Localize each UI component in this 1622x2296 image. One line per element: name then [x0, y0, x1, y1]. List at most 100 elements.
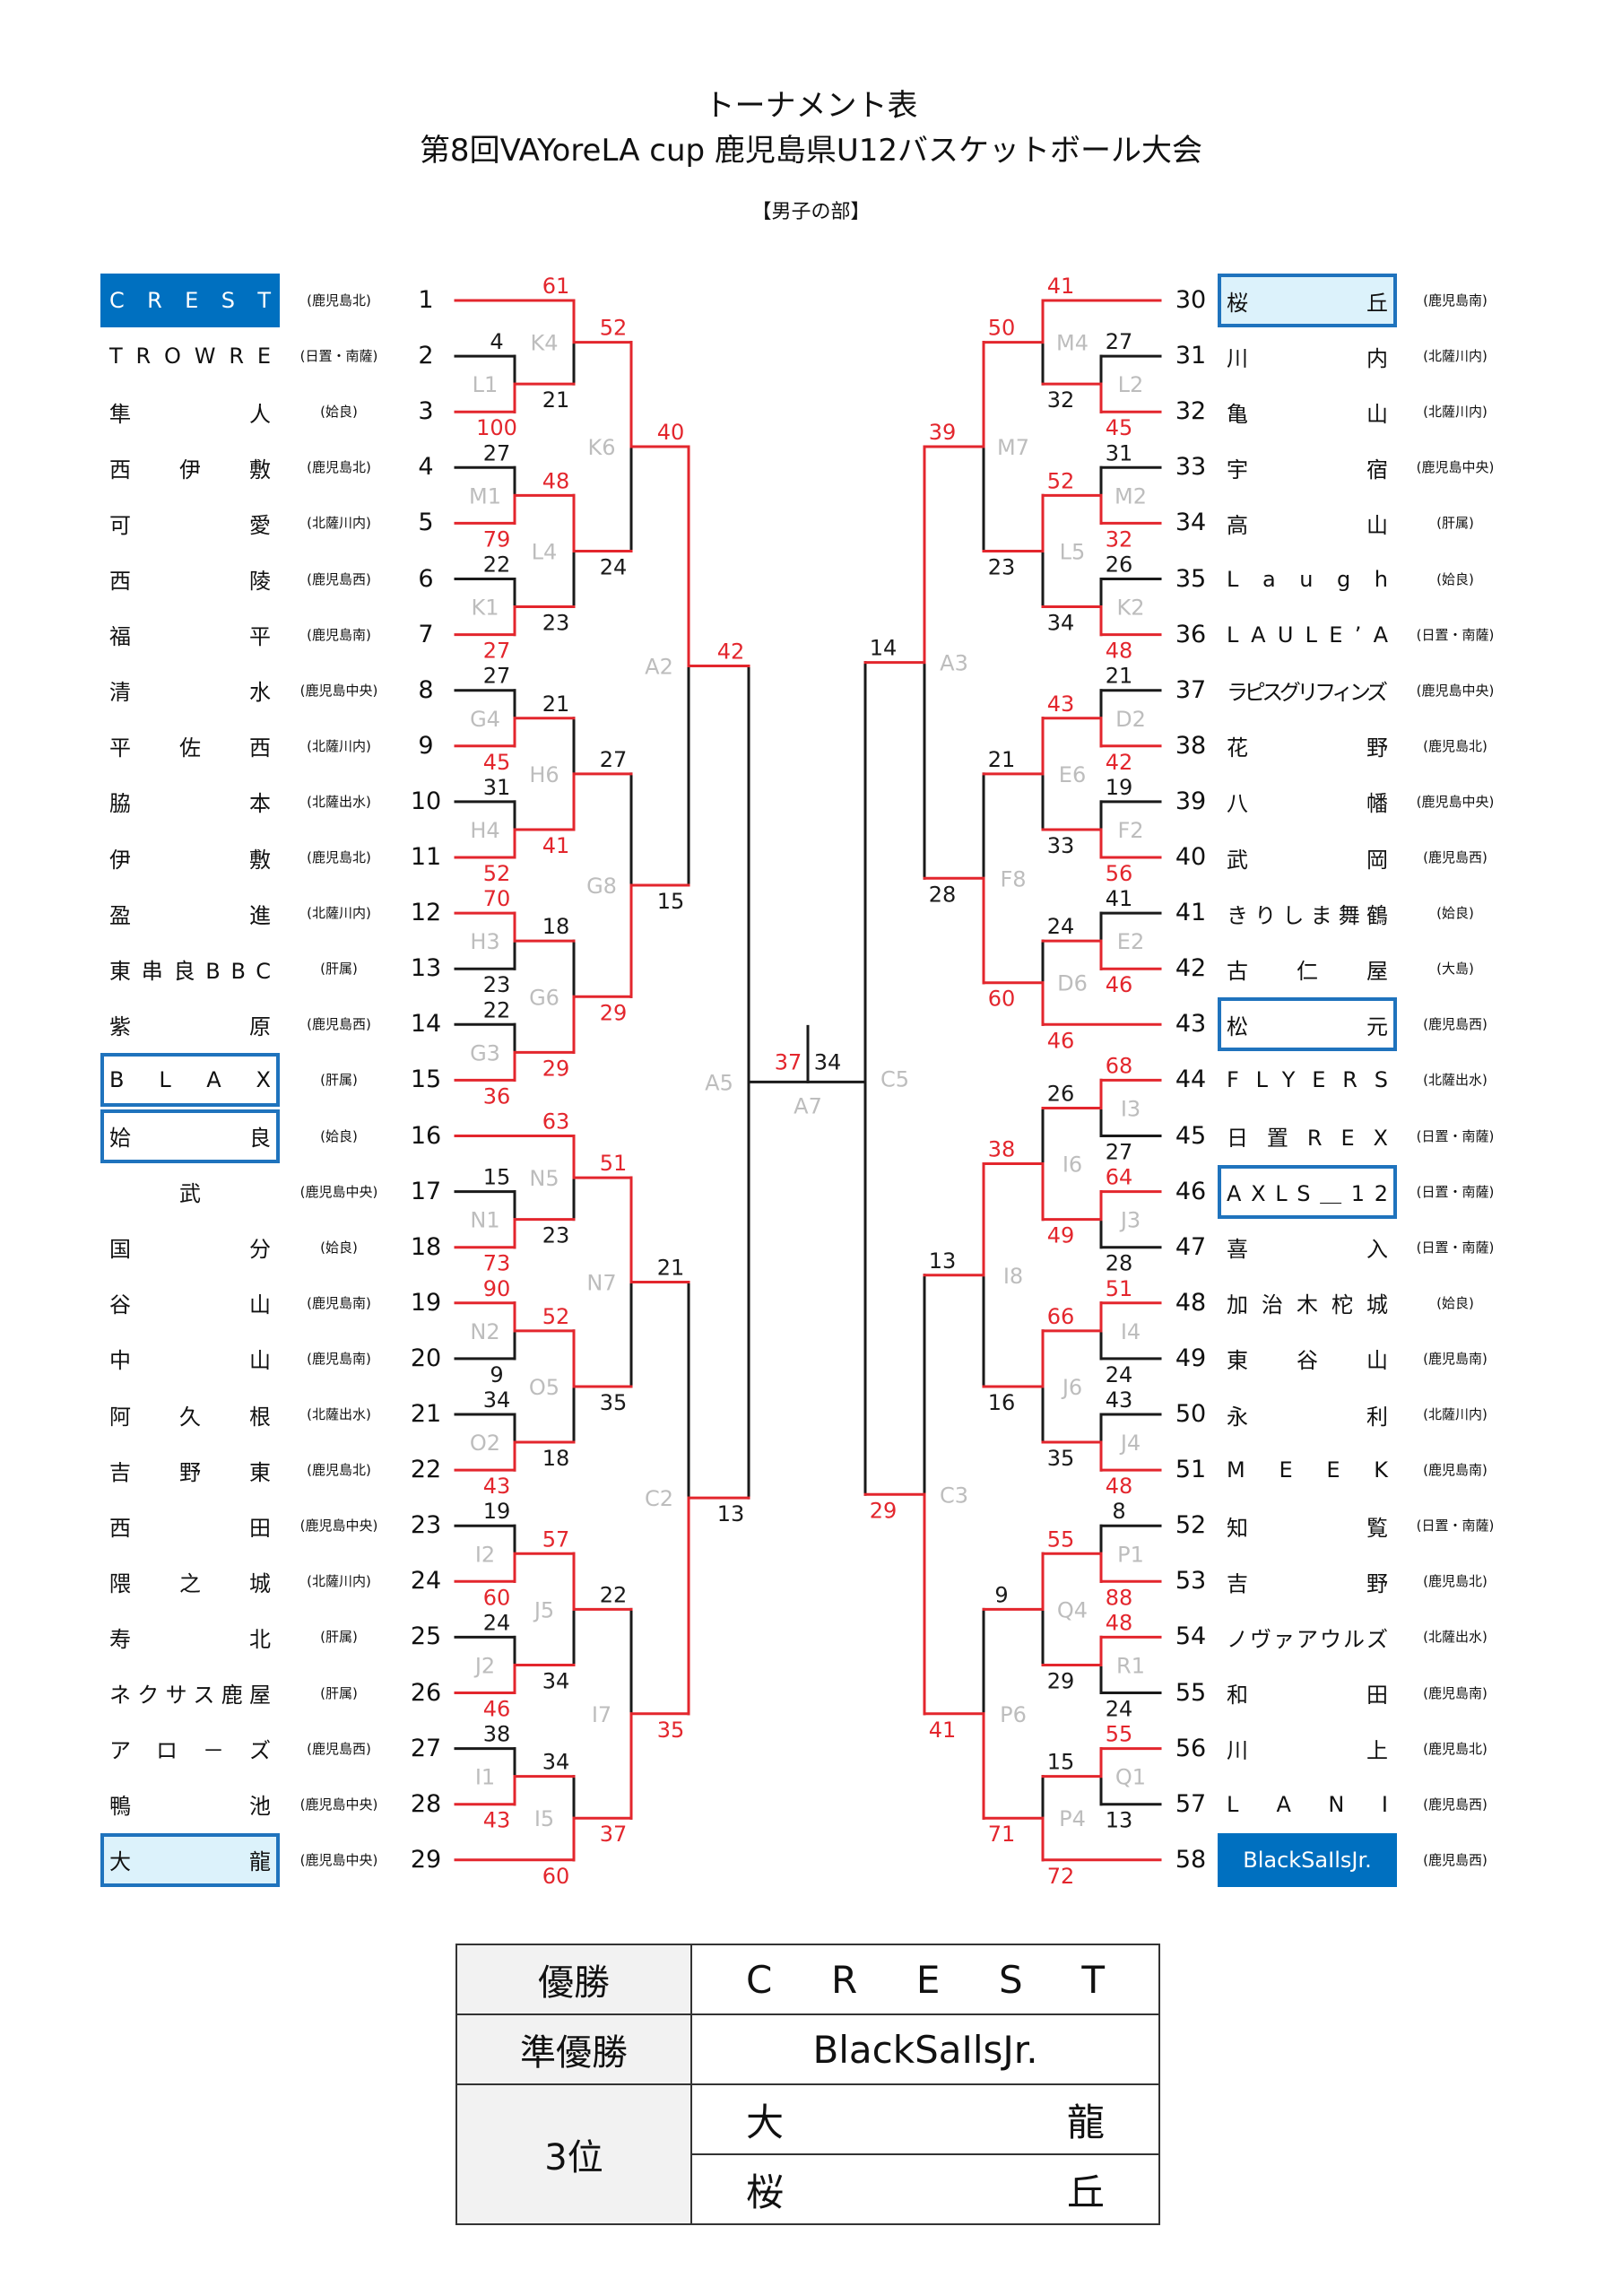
- score: 34: [542, 1750, 570, 1775]
- final-score: 37: [775, 1049, 802, 1074]
- third-place-text: 大龍: [746, 2100, 1388, 2144]
- team-name: 川上: [1218, 1722, 1397, 1776]
- seed-number: 46: [1175, 1177, 1207, 1205]
- score: 22: [483, 997, 511, 1022]
- team-name-cell: 吉野東: [104, 1447, 276, 1493]
- score: 24: [600, 554, 628, 579]
- match-label: L4: [532, 539, 558, 564]
- score: 36: [483, 1083, 511, 1109]
- seed-number: 24: [410, 1567, 442, 1596]
- team-name: 中山: [100, 1332, 280, 1386]
- team-name-cell: 宇宿: [1221, 444, 1393, 491]
- seed-number: 10: [410, 787, 442, 815]
- score: 73: [483, 1251, 511, 1276]
- team-name-cell: 和田: [1221, 1670, 1393, 1717]
- team-region: (鹿児島南): [307, 1350, 371, 1367]
- seed-number: 2: [418, 342, 434, 370]
- seed-number: 21: [410, 1400, 442, 1428]
- team-region: (姶良): [320, 1127, 358, 1144]
- match-label: P6: [1000, 1702, 1027, 1727]
- score: 34: [1047, 611, 1075, 636]
- match-label: A5: [705, 1070, 733, 1095]
- seed-number: 16: [410, 1121, 442, 1150]
- score: 48: [1106, 639, 1133, 664]
- team-name-cell: アロ－ズ: [104, 1726, 276, 1772]
- team-name: 東串良BBC: [100, 942, 280, 996]
- team-name-cell: 東谷山: [1221, 1335, 1393, 1382]
- team-name-cell: MEEK: [1221, 1447, 1393, 1493]
- team-region: (北薩出水): [307, 1406, 371, 1422]
- team-name-cell: 脇本: [104, 778, 276, 825]
- score: 55: [1106, 1722, 1133, 1747]
- team-name-cell: 八幡: [1221, 778, 1393, 825]
- team-name-text: 平佐西: [109, 735, 271, 761]
- team-name-text: 寿北: [109, 1626, 271, 1652]
- team-region: (鹿児島中央): [299, 1796, 378, 1813]
- team-name-text: Laugh: [1227, 566, 1397, 592]
- team-name-text: 川上: [1227, 1738, 1388, 1764]
- seed-number: 49: [1175, 1344, 1207, 1372]
- team-name-text: 吉野: [1227, 1570, 1388, 1596]
- team-name-cell: 東串良BBC: [104, 945, 276, 992]
- score: 13: [717, 1501, 745, 1526]
- team-region: (鹿児島南): [1423, 292, 1488, 309]
- score: 79: [483, 526, 511, 552]
- champion-text: CREST: [746, 1957, 1164, 2002]
- team-name-text: 東谷山: [1227, 1348, 1388, 1374]
- runner-up-row: 準優勝 BlackSaIlsJr.: [455, 2013, 1160, 2085]
- team-name: AXLS＿12: [1218, 1164, 1397, 1219]
- team-region: (北薩川内): [307, 905, 371, 922]
- team-name-text: 大龍: [109, 1849, 271, 1875]
- team-name-text: AXLS＿12: [1227, 1181, 1397, 1207]
- score: 46: [1106, 972, 1133, 997]
- team-name-text: 高山: [1227, 512, 1388, 538]
- seed-number: 9: [418, 731, 434, 760]
- team-name-text: TROWRE: [109, 344, 280, 370]
- team-name-text: 隈之城: [109, 1570, 271, 1596]
- score: 51: [1106, 1276, 1133, 1301]
- team-name-text: 加治木柁城: [1227, 1292, 1397, 1318]
- team-name-cell: 喜入: [1221, 1224, 1393, 1271]
- seed-number: 44: [1175, 1065, 1207, 1094]
- third-place-name: 大龍: [690, 2083, 1160, 2155]
- team-name-cell: 伊敷: [104, 834, 276, 881]
- team-name: 谷山: [100, 1276, 280, 1330]
- match-label: I4: [1121, 1319, 1141, 1344]
- team-region: (鹿児島西): [307, 570, 371, 587]
- score: 41: [1106, 886, 1133, 911]
- seed-number: 58: [1175, 1845, 1207, 1874]
- team-name: 永利: [1218, 1387, 1397, 1441]
- score: 43: [1106, 1387, 1133, 1413]
- seed-number: 27: [410, 1734, 442, 1762]
- champion-row: 優勝 CREST: [455, 1944, 1160, 2015]
- team-name-cell: 清水: [104, 667, 276, 714]
- seed-number: 26: [410, 1678, 442, 1707]
- score: 45: [1106, 415, 1133, 440]
- match-label: I8: [1003, 1264, 1023, 1289]
- match-label: C3: [940, 1483, 968, 1508]
- seed-number: 47: [1175, 1232, 1207, 1261]
- score: 48: [1106, 1610, 1133, 1635]
- team-name: 日置REX: [1218, 1109, 1397, 1163]
- score: 50: [988, 316, 1016, 341]
- score: 16: [988, 1390, 1016, 1415]
- score: 26: [1106, 552, 1133, 578]
- match-label: M2: [1115, 483, 1147, 509]
- match-label: D2: [1115, 707, 1146, 732]
- score: 21: [1106, 664, 1133, 689]
- team-name: 宇宿: [1218, 440, 1397, 494]
- match-label: M1: [469, 483, 501, 509]
- score: 15: [657, 889, 685, 914]
- score: 24: [1106, 1362, 1133, 1387]
- team-name-cell: 古仁屋: [1221, 945, 1393, 992]
- team-name-text: 宇宿: [1227, 457, 1388, 483]
- division-label: 【男子の部】: [751, 201, 871, 223]
- score: 43: [483, 1808, 511, 1833]
- score: 23: [483, 972, 511, 997]
- team-name-cell: 武: [104, 1169, 276, 1215]
- score: 61: [542, 274, 570, 299]
- team-name-text: 日置REX: [1227, 1126, 1397, 1151]
- team-name: MEEK: [1218, 1443, 1397, 1497]
- team-region: (鹿児島西): [1423, 849, 1488, 865]
- team-name-text: 清水: [109, 680, 271, 706]
